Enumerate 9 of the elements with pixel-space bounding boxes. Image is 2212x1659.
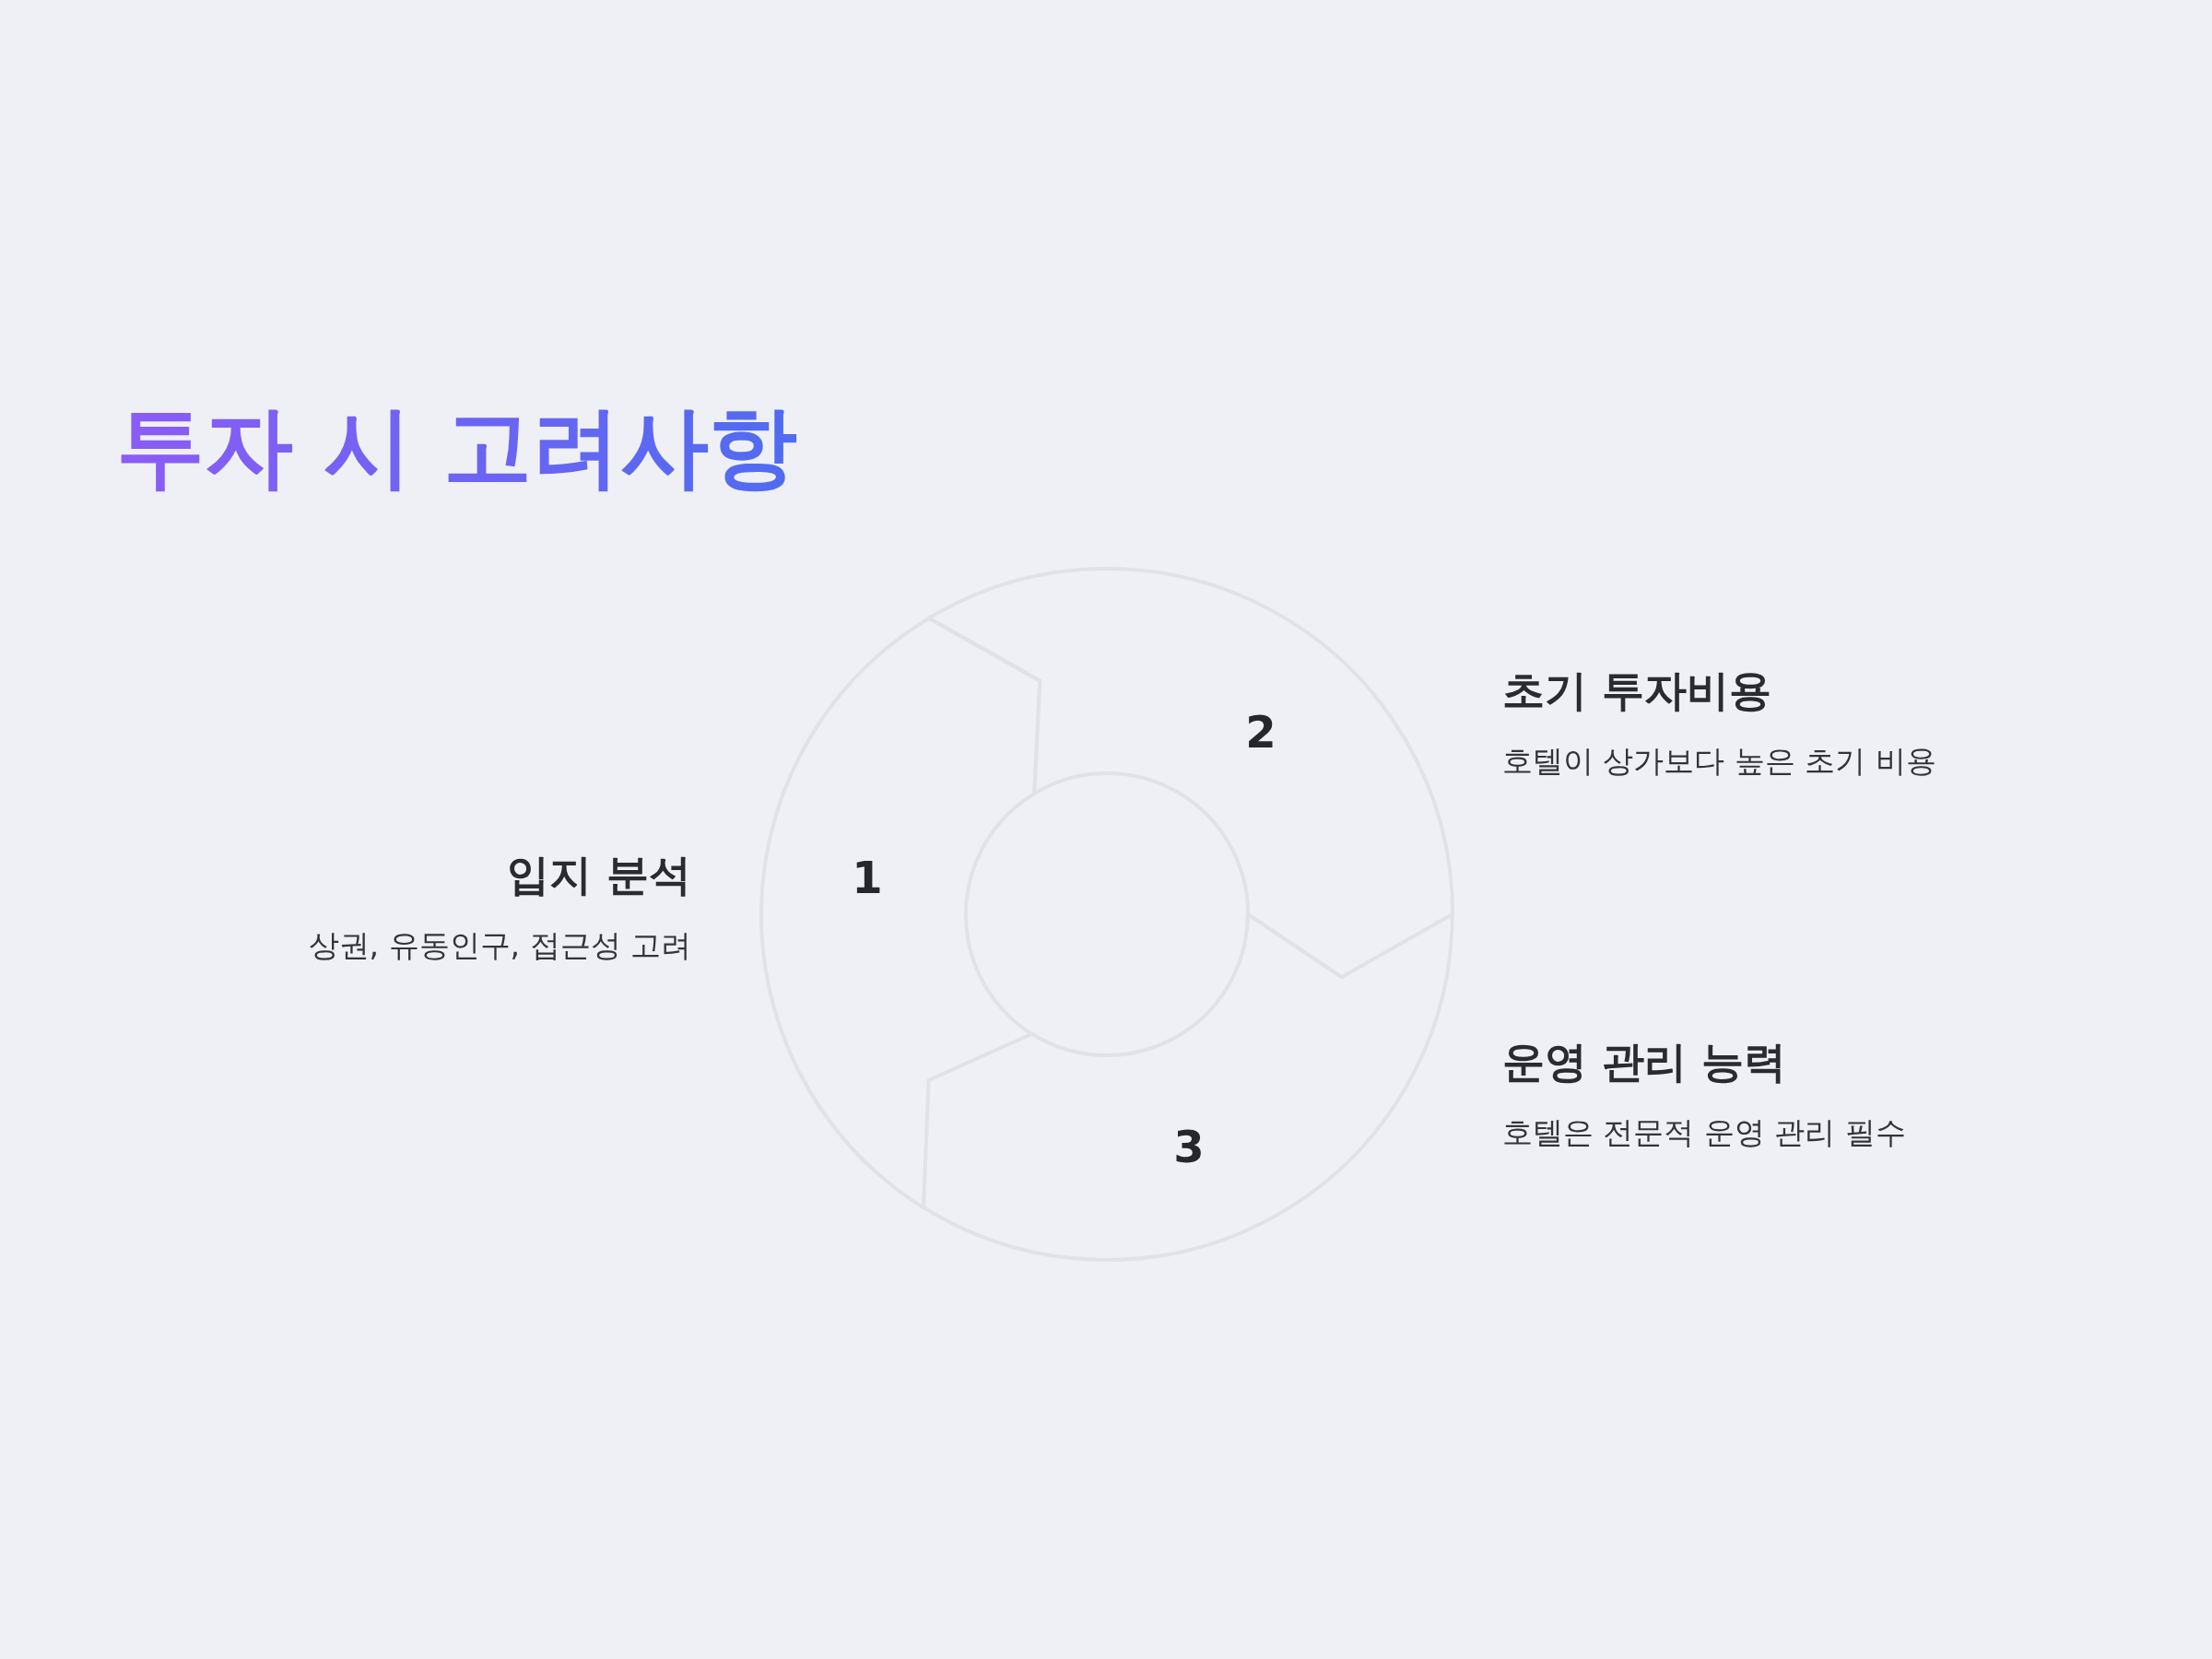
step-number: 1 [852, 855, 883, 900]
step-description: 호텔은 전문적 운영 관리 필수 [1502, 1114, 1906, 1151]
step-description: 상권, 유동인구, 접근성 고려 [308, 927, 691, 964]
step-description: 호텔이 상가보다 높은 초기 비용 [1502, 743, 1936, 780]
step-number: 3 [1173, 1124, 1205, 1169]
step-heading: 입지 분석 [507, 850, 691, 901]
step-heading: 초기 투자비용 [1502, 665, 1771, 717]
step-heading: 운영 관리 능력 [1502, 1037, 1787, 1088]
step-number: 2 [1245, 710, 1277, 754]
